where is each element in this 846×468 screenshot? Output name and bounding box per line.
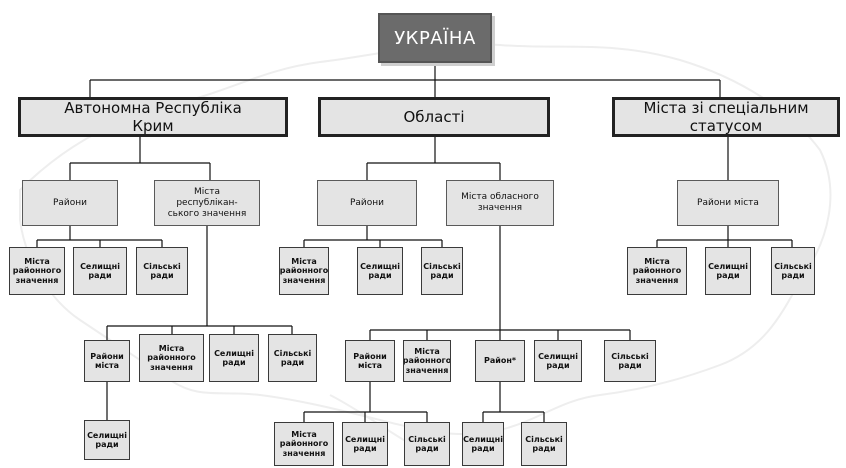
node-raion-star-settlement-councils: Селищні ради [462, 422, 504, 466]
node-crimea-raion-towns: Міста районного значення [9, 247, 65, 295]
node-oblast-city-raion-towns: Міста районного значення [274, 422, 334, 466]
node-crimea-cities: Міста республікан- ського значення [154, 180, 260, 226]
node-ukraine: УКРАЇНА [378, 13, 492, 63]
node-oblast-city-raion-star: Район* [475, 340, 525, 382]
node-raion-star-village-councils: Сільські ради [521, 422, 567, 466]
node-crimea-city-raions: Райони міста [84, 340, 130, 382]
node-crimea-raion-village-councils: Сільські ради [136, 247, 188, 295]
node-special-status-cities: Міста зі спеціальним статусом [612, 97, 840, 137]
node-special-raion-towns: Міста районного значення [627, 247, 687, 295]
node-oblast-city-towns: Міста районного значення [403, 340, 451, 382]
node-oblast-city-raion-village-councils: Сільські ради [404, 422, 450, 466]
node-oblast-city-raion-settlement-councils: Селищні ради [342, 422, 388, 466]
node-crimea-raions: Райони [22, 180, 118, 226]
node-crimea-city-towns: Міста районного значення [139, 334, 204, 382]
node-oblast-raion-settlement-councils: Селищні ради [357, 247, 403, 295]
node-oblast-cities: Міста обласного значення [446, 180, 554, 226]
node-oblasts: Області [318, 97, 550, 137]
node-special-city-raions: Райони міста [677, 180, 779, 226]
node-crimea-city-settlement-councils: Селищні ради [209, 334, 259, 382]
node-oblast-city-settlement-councils: Селищні ради [534, 340, 582, 382]
node-special-raion-settlement-councils: Селищні ради [705, 247, 751, 295]
node-crimea-city-village-councils: Сільські ради [268, 334, 317, 382]
node-crimea-city-raion-settlement-councils: Селищні ради [84, 420, 130, 460]
node-crimea-raion-settlement-councils: Селищні ради [73, 247, 127, 295]
node-crimea: Автономна Республіка Крим [18, 97, 288, 137]
node-oblast-city-raions: Райони міста [345, 340, 395, 382]
node-special-raion-village-councils: Сільські ради [771, 247, 815, 295]
node-oblast-raions: Райони [317, 180, 417, 226]
node-oblast-city-village-councils: Сільські ради [604, 340, 656, 382]
node-oblast-raion-towns: Міста районного значення [279, 247, 329, 295]
node-oblast-raion-village-councils: Сільські ради [421, 247, 463, 295]
